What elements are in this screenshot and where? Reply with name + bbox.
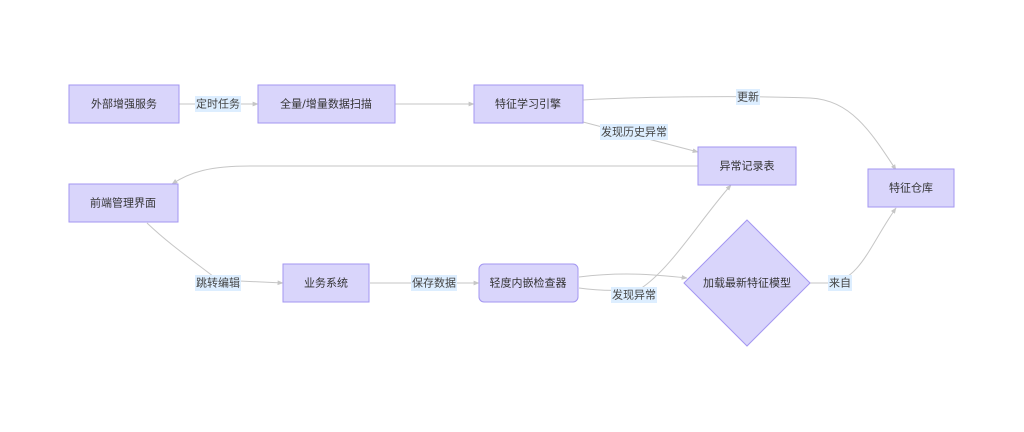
edge-label-text: 发现历史异常: [601, 125, 667, 139]
node-embedded-checker[interactable]: 轻度内嵌检查器: [478, 263, 579, 303]
node-anomaly-table[interactable]: 异常记录表: [697, 146, 797, 186]
node-data-scan[interactable]: 全量/增量数据扫描: [257, 84, 396, 124]
node-external-service[interactable]: 外部增强服务: [68, 84, 180, 124]
node-label: 加载最新特征模型: [703, 276, 791, 290]
edge-label-scheduled-task: 定时任务: [195, 96, 241, 112]
node-label: 前端管理界面: [90, 196, 156, 210]
node-feature-store[interactable]: 特征仓库: [867, 168, 955, 208]
edge-label-update: 更新: [736, 89, 760, 105]
node-label: 业务系统: [304, 277, 348, 290]
node-label: 异常记录表: [720, 159, 775, 173]
edge-engine-store: [582, 96, 897, 171]
edge-ui-biz: [146, 222, 284, 286]
edge-label-text: 发现异常: [612, 288, 656, 302]
node-label: 轻度内嵌检查器: [490, 276, 567, 290]
node-load-model-decision[interactable]: 加载最新特征模型: [683, 219, 811, 347]
edge-label-from: 来自: [828, 275, 852, 291]
node-label: 特征学习引擎: [495, 97, 561, 111]
edge-label-text: 更新: [737, 90, 759, 104]
edges: [146, 96, 897, 291]
edge-label-text: 定时任务: [196, 97, 240, 111]
edge-label-found-anomaly: 发现异常: [611, 287, 657, 303]
node-label: 特征仓库: [889, 181, 933, 195]
nodes: 外部增强服务 全量/增量数据扫描 特征学习引擎 异常记录表 特征仓库 前端管理界…: [68, 84, 955, 347]
edge-label-text: 保存数据: [412, 276, 456, 290]
node-label: 全量/增量数据扫描: [280, 97, 372, 111]
node-business-system[interactable]: 业务系统: [282, 263, 370, 303]
edge-checker-anomaly: [578, 184, 732, 291]
edge-label-text: 跳转编辑: [196, 276, 240, 290]
node-feature-engine[interactable]: 特征学习引擎: [473, 84, 584, 124]
edge-checker-model: [578, 273, 688, 280]
edge-model-store: [810, 207, 897, 284]
edge-label-history-anomaly: 发现历史异常: [600, 124, 668, 140]
edge-label-save-data: 保存数据: [411, 275, 457, 291]
edge-label-jump-edit: 跳转编辑: [195, 275, 241, 291]
node-label: 外部增强服务: [91, 97, 157, 111]
edge-label-text: 来自: [829, 277, 851, 290]
edge-anomaly-ui: [171, 165, 698, 185]
node-admin-ui[interactable]: 前端管理界面: [68, 183, 179, 223]
edge-labels: 定时任务 更新 发现历史异常 跳转编辑 保存数据 发现异常 来自: [195, 89, 852, 303]
